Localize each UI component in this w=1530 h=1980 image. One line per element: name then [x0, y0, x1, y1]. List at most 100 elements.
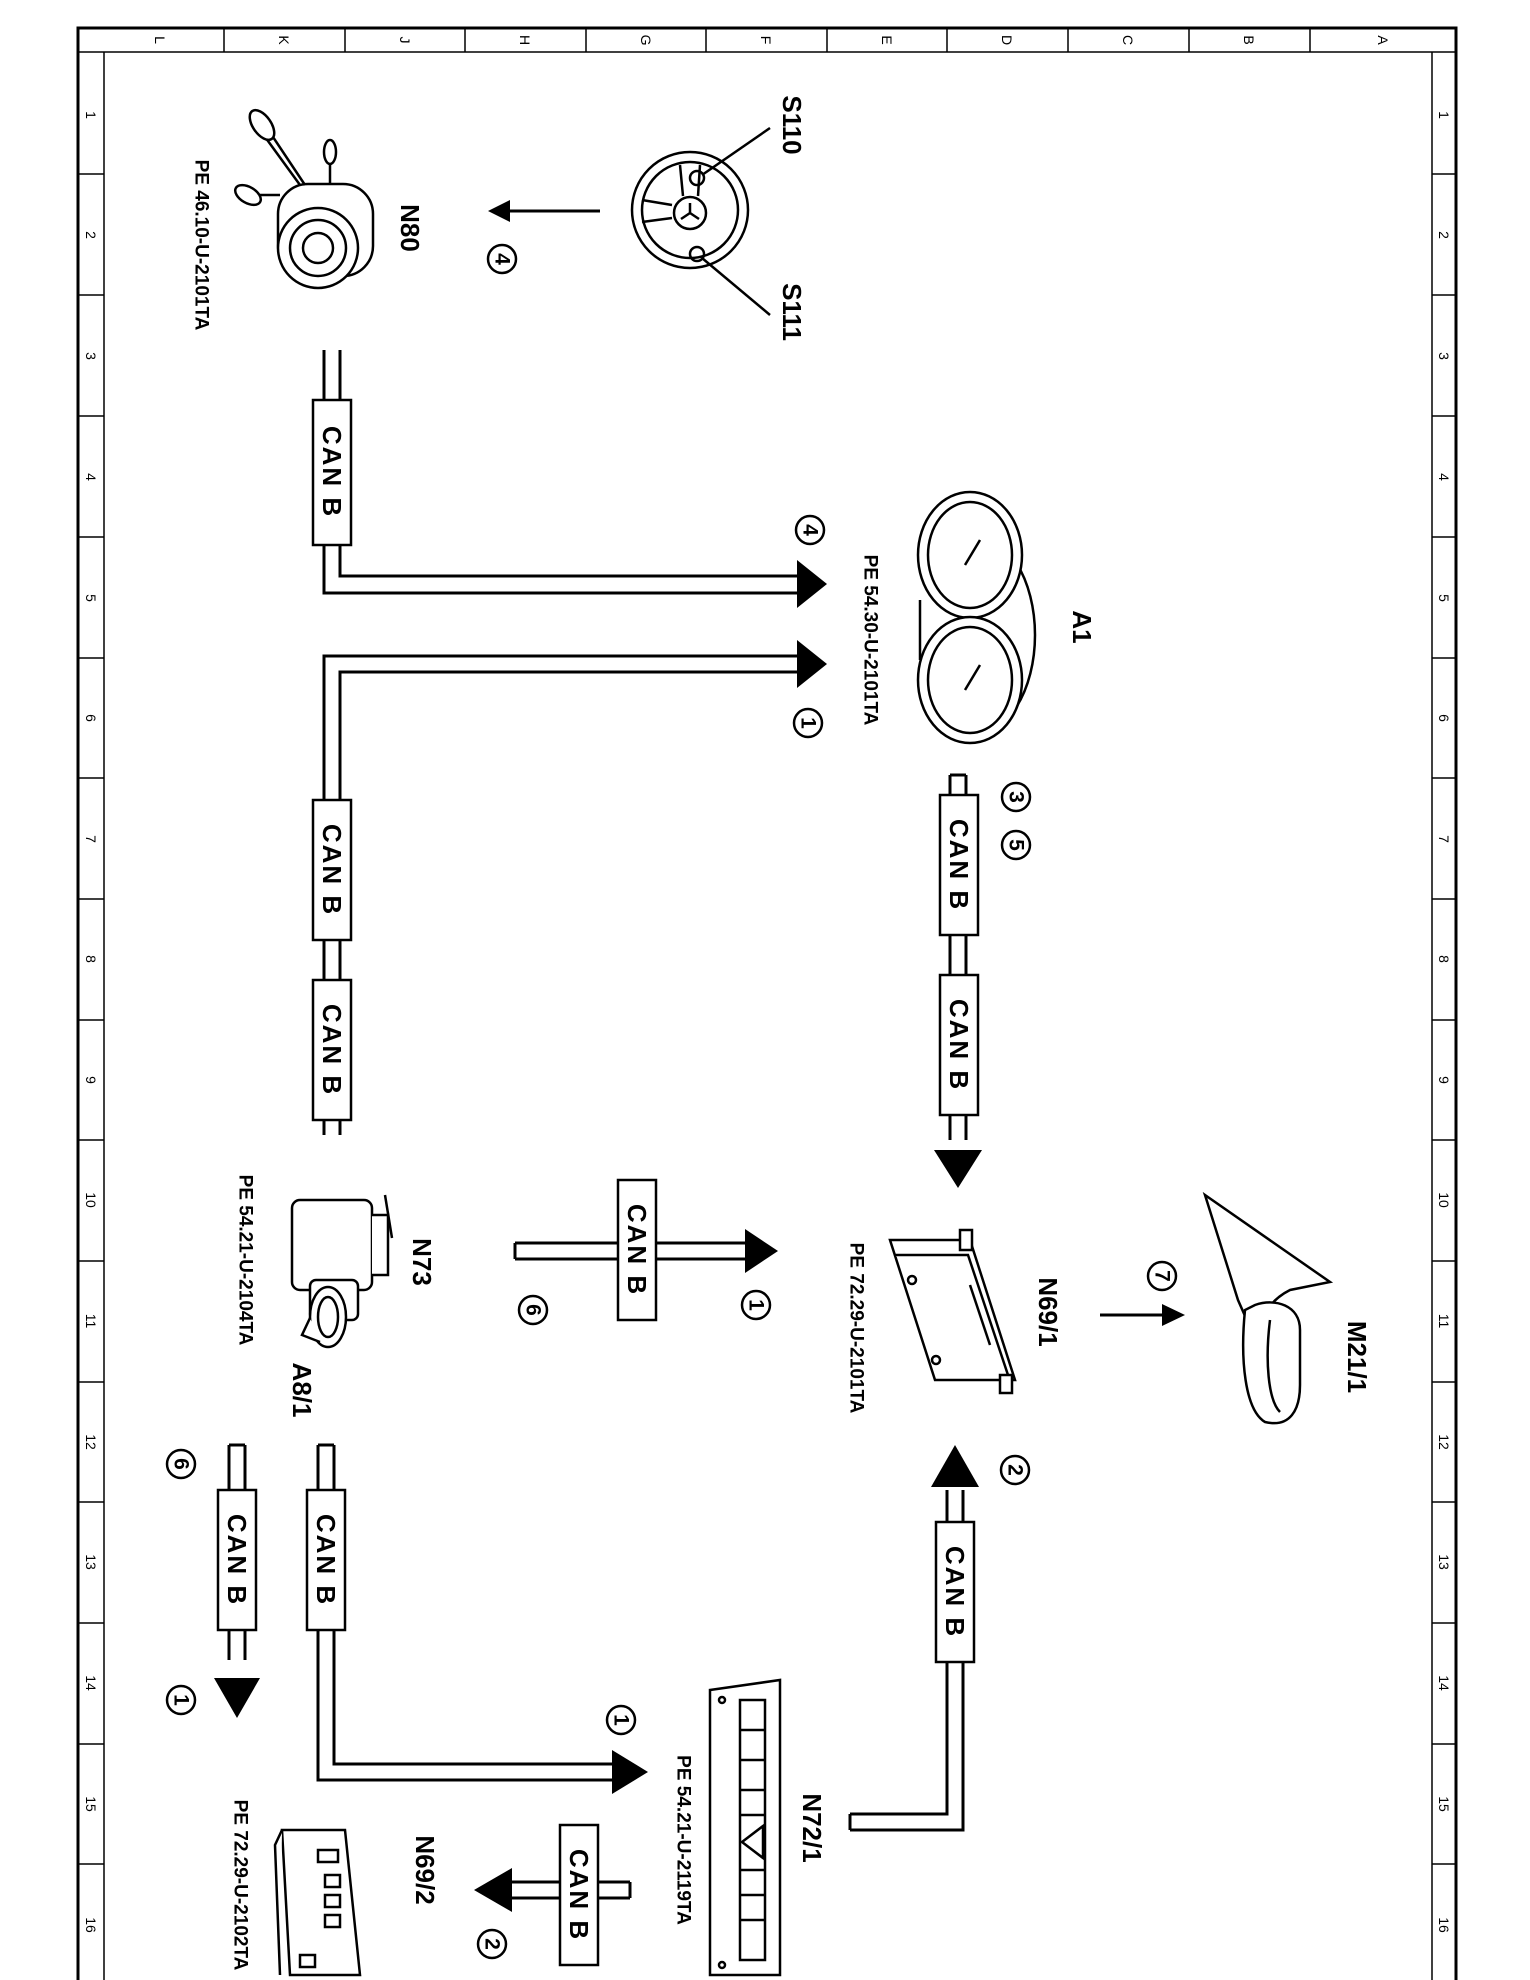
can-bus-box-left-1: CAN B — [311, 798, 353, 942]
grid-col-K: K — [276, 35, 292, 45]
steering-wheel-icon — [630, 150, 750, 270]
grid-row-9-right: 9 — [1436, 1076, 1452, 1084]
svg-text:CAN B: CAN B — [944, 819, 974, 911]
grid-row-13-left: 13 — [83, 1554, 99, 1570]
grid-row-3-left: 3 — [83, 352, 99, 360]
svg-text:CAN B: CAN B — [311, 1514, 341, 1606]
grid-row-15-right: 15 — [1436, 1796, 1452, 1812]
grid-row-12-right: 12 — [1436, 1434, 1452, 1450]
arrow-to-a1-lower — [797, 640, 827, 688]
arrow-down-left — [214, 1678, 260, 1718]
n72-1-reference: PE 54.21-U-2119TA — [673, 1755, 694, 1925]
svg-text:1: 1 — [170, 1694, 193, 1706]
grid-row-11-left: 11 — [83, 1314, 99, 1329]
arrow-to-a1-upper — [797, 560, 827, 608]
n73-label: N73 — [407, 1238, 437, 1286]
a1-label: A1 — [1067, 610, 1097, 643]
arrow-step7-to-m21-1 — [1100, 1304, 1185, 1326]
svg-text:1: 1 — [745, 1299, 768, 1311]
arrow-to-n69-1-left — [745, 1229, 778, 1273]
grid-col-F: F — [758, 36, 774, 45]
n69-1-reference: PE 72.29-U-2101TA — [846, 1243, 867, 1414]
svg-text:CAN B: CAN B — [317, 426, 347, 518]
grid-row-numbers-left: 1 2 3 4 5 6 7 8 9 10 11 12 13 14 15 16 — [83, 111, 99, 1933]
grid-row-12-left: 12 — [83, 1434, 99, 1450]
svg-text:4: 4 — [491, 253, 514, 265]
grid-col-E: E — [879, 35, 895, 44]
grid-col-A: A — [1375, 35, 1391, 45]
grid-col-B: B — [1241, 35, 1257, 44]
step-2-badge-bottom: 2 — [476, 1928, 508, 1960]
can-bus-box-right-bottom: CAN B — [934, 1520, 976, 1664]
step-2-badge-right: 2 — [999, 1454, 1031, 1486]
a1-reference: PE 54.30-U-2101TA — [860, 555, 881, 726]
step-4-badge-a1: 4 — [794, 514, 826, 546]
step-4-badge-top: 4 — [486, 243, 518, 275]
grid-row-2-right: 2 — [1436, 231, 1452, 239]
s110-leader-line — [701, 126, 771, 177]
grid-row-11-right: 11 — [1436, 1314, 1452, 1329]
can-bus-box-n72-1: CAN B — [558, 1823, 600, 1967]
grid-row-1-right: 1 — [1436, 111, 1452, 119]
grid-row-7-left: 7 — [83, 835, 99, 843]
grid-row-1-left: 1 — [83, 111, 99, 119]
arrow-to-n69-2 — [474, 1868, 512, 1912]
grid-col-D: D — [999, 35, 1015, 45]
grid-row-3-right: 3 — [1436, 352, 1452, 360]
grid-row-8-right: 8 — [1436, 955, 1452, 963]
svg-text:7: 7 — [1151, 1270, 1174, 1282]
arrow-step4-to-n80 — [488, 200, 600, 222]
m21-1-label: M21/1 — [1342, 1321, 1372, 1393]
grid-col-C: C — [1120, 35, 1136, 45]
grid-row-dividers — [78, 173, 1456, 1865]
arrow-to-n72-1 — [612, 1750, 648, 1794]
n73-reference: PE 54.21-U-2104TA — [235, 1175, 256, 1346]
ignition-switch-icon — [290, 1194, 394, 1349]
grid-row-10-right: 10 — [1436, 1192, 1452, 1208]
can-bus-box-lower-left-2: CAN B — [305, 1488, 347, 1632]
step-1-badge-a1: 1 — [792, 707, 824, 739]
svg-text:5: 5 — [1005, 839, 1028, 851]
grid-row-14-left: 14 — [83, 1675, 99, 1691]
grid-row-6-left: 6 — [83, 714, 99, 722]
svg-text:4: 4 — [799, 524, 822, 536]
can-bus-box-n80: CAN B — [311, 398, 353, 547]
n69-1-label: N69/1 — [1033, 1277, 1063, 1346]
step-1-badge-n72-1: 1 — [605, 1704, 637, 1736]
arrow-to-n69-1-top — [934, 1150, 982, 1188]
grid-row-6-right: 6 — [1436, 714, 1452, 722]
svg-text:2: 2 — [1004, 1464, 1027, 1476]
can-line-a8-1-to-n72-1 — [316, 1443, 612, 1782]
grid-row-16-right: 16 — [1436, 1917, 1452, 1933]
s111-leader-line — [701, 257, 771, 316]
n80-label: N80 — [395, 204, 425, 252]
step-6-badge-center: 6 — [517, 1294, 549, 1326]
s111-label: S111 — [777, 283, 807, 341]
grid-row-5-right: 5 — [1436, 594, 1452, 602]
a8-1-label: A8/1 — [287, 1363, 317, 1418]
s110-label: S110 — [777, 95, 807, 154]
grid-row-4-left: 4 — [83, 473, 99, 481]
grid-row-5-left: 5 — [83, 594, 99, 602]
step-7-badge: 7 — [1146, 1260, 1178, 1292]
n69-2-label: N69/2 — [410, 1835, 440, 1904]
svg-text:1: 1 — [797, 717, 820, 729]
step-3-badge: 3 — [1000, 781, 1032, 813]
grid-column-letters: L K J H G F E D C B A — [152, 35, 1391, 46]
n80-reference: PE 46.10-U-2101TA — [191, 160, 212, 331]
arrow-to-n69-1-bottom — [931, 1445, 979, 1487]
n72-1-label: N72/1 — [797, 1793, 827, 1862]
step-1-badge-left: 1 — [165, 1684, 197, 1716]
can-bus-box-a1-1: CAN B — [938, 793, 980, 937]
can-line-n73-to-a1 — [322, 654, 800, 1135]
side-mirror-icon — [1202, 1191, 1334, 1425]
grid-row-14-right: 14 — [1436, 1675, 1452, 1691]
svg-text:1: 1 — [610, 1714, 633, 1726]
svg-text:6: 6 — [522, 1304, 545, 1316]
grid-row-2-left: 2 — [83, 231, 99, 239]
svg-text:CAN B: CAN B — [317, 824, 347, 916]
steering-column-module-icon — [233, 108, 375, 290]
svg-text:CAN B: CAN B — [940, 1546, 970, 1638]
step-6-badge-left: 6 — [165, 1448, 197, 1480]
